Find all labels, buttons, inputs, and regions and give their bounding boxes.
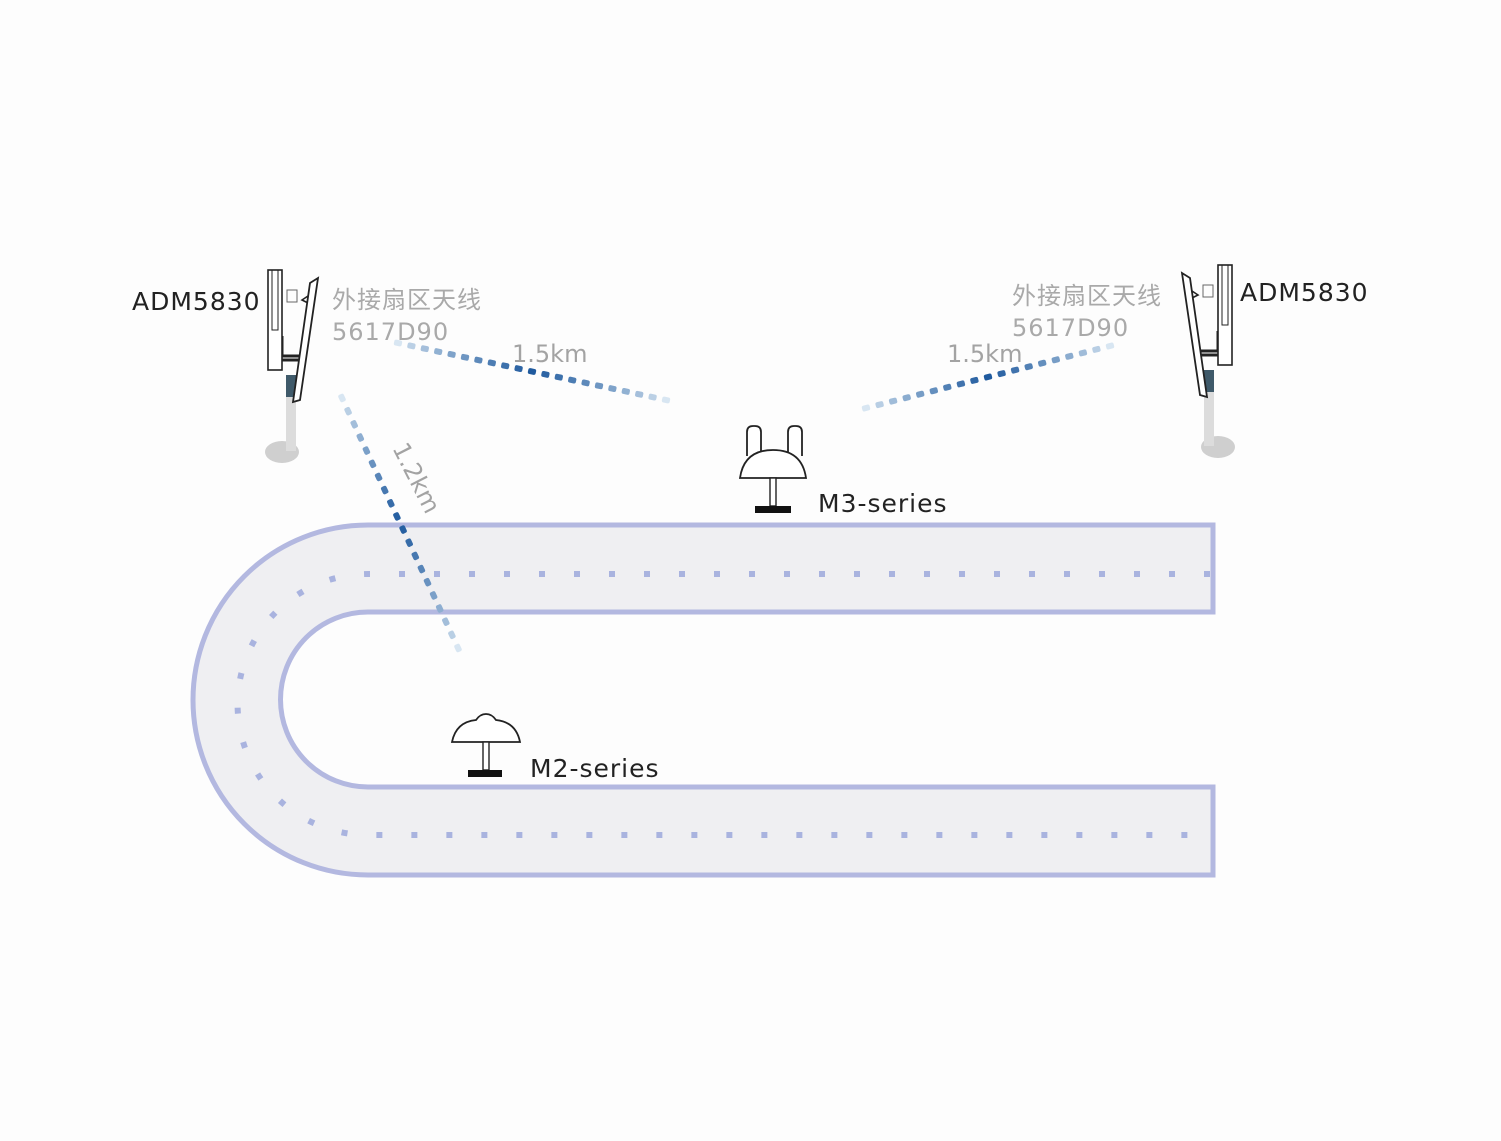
link-dot [1051, 356, 1060, 364]
link-dot [405, 538, 413, 547]
m3-device [738, 425, 808, 513]
link-dot [411, 551, 420, 561]
link-dot [393, 339, 403, 347]
link-dot [635, 390, 644, 398]
right-antenna-name-label: 外接扇区天线 [1012, 282, 1162, 310]
pole-collar [286, 375, 296, 397]
link-dot [648, 393, 657, 401]
link-dot [916, 390, 925, 398]
link-dot [423, 577, 432, 587]
base-plate [468, 770, 502, 777]
left-antenna [746, 425, 762, 456]
dome [738, 449, 808, 479]
lane-dots [234, 571, 1210, 838]
stem [482, 741, 490, 771]
link-dot [417, 564, 426, 574]
link-dot [344, 406, 352, 416]
link-dot [527, 368, 537, 375]
distance-label-right-m3: 1.5km [947, 340, 1023, 368]
link-left-to-m2 [338, 393, 462, 653]
link-dot [608, 385, 617, 392]
link-dot [861, 404, 871, 412]
link-dot [429, 591, 438, 600]
left-ap-device [265, 269, 320, 463]
right-antenna [787, 425, 803, 456]
link-dot [621, 388, 630, 395]
link-dot [435, 604, 444, 613]
link-dot [380, 485, 389, 495]
link-dot [594, 382, 604, 390]
base-plate [755, 506, 791, 513]
link-dot [1010, 366, 1020, 374]
pole [286, 375, 296, 451]
right-ap-model-label: ADM5830 [1240, 278, 1369, 307]
road-surface [190, 522, 1216, 878]
radio-unit [267, 269, 283, 371]
link-dot [956, 380, 966, 388]
link-dot [1024, 363, 1033, 371]
link-dot [888, 397, 898, 405]
left-antenna-model-label: 5617D90 [332, 318, 450, 346]
link-dot [407, 342, 416, 350]
link-dot [448, 630, 456, 640]
distance-label-left-m3: 1.5km [512, 340, 588, 368]
link-dot [442, 617, 450, 626]
m2-series-label: M2-series [530, 754, 660, 783]
dome [450, 713, 522, 743]
link-dot [474, 356, 483, 364]
link-dot [487, 359, 496, 367]
link-dot [399, 525, 407, 534]
link-dot [447, 351, 456, 358]
link-dot [514, 365, 523, 372]
link-dot [1065, 352, 1074, 360]
link-dot [362, 446, 371, 455]
link-dot [1092, 345, 1101, 353]
link-dot [554, 373, 563, 381]
right-antenna-model-label: 5617D90 [1012, 314, 1130, 342]
link-dot [356, 433, 365, 442]
sector-panel [291, 276, 320, 404]
link-dot [875, 401, 884, 409]
sector-panel [1180, 271, 1209, 399]
link-dot [460, 353, 470, 361]
link-dot [997, 370, 1006, 378]
link-dot [501, 362, 510, 370]
left-antenna-name-label: 外接扇区天线 [332, 286, 482, 314]
link-dot [1078, 349, 1088, 357]
link-right-to-m3 [861, 342, 1115, 412]
link-dot [374, 472, 383, 482]
link-dot [943, 383, 952, 391]
link-left-to-m3 [393, 339, 671, 404]
link-dot [393, 512, 401, 521]
link-dot [902, 394, 911, 402]
link-dot [983, 373, 993, 381]
link-dot [338, 393, 346, 403]
link-dot [387, 499, 395, 508]
pole [1204, 370, 1214, 446]
m3-series-label: M3-series [818, 489, 948, 518]
link-dot [368, 459, 377, 469]
m2-device [450, 713, 522, 777]
link-dot [581, 379, 590, 387]
right-ap-device [1180, 264, 1235, 458]
link-dot [568, 376, 577, 384]
link-dot [420, 345, 429, 353]
distance-label-left-m2: 1.2km [387, 438, 446, 518]
link-dot [350, 420, 358, 429]
stem [769, 477, 777, 507]
link-dot [1105, 342, 1115, 350]
link-dot [454, 643, 462, 653]
road-track [190, 522, 1216, 878]
link-dot [541, 371, 550, 378]
link-dot [434, 348, 443, 355]
pole-collar [1204, 370, 1214, 392]
link-dot [661, 396, 671, 404]
left-ap-model-label: ADM5830 [132, 287, 261, 316]
radio-unit [1217, 264, 1233, 366]
link-dot [970, 376, 979, 384]
link-dot [1038, 359, 1047, 367]
link-dot [929, 387, 938, 395]
